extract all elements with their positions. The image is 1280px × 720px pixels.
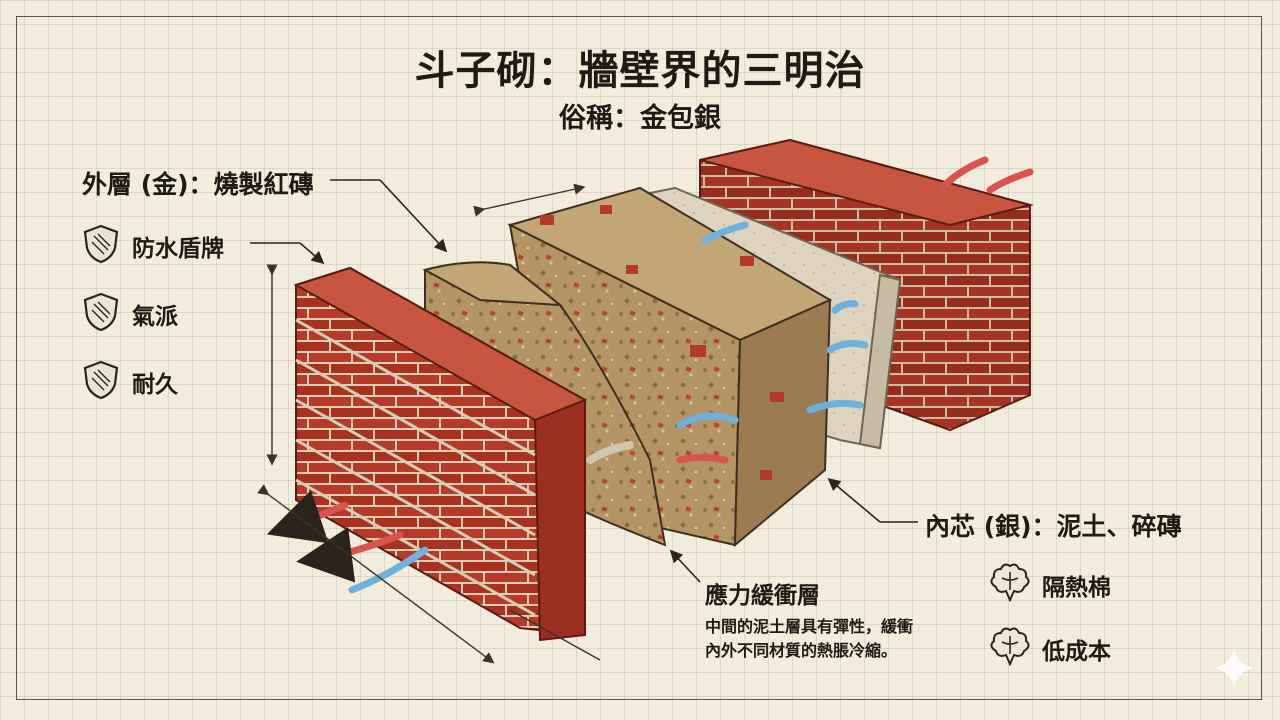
feature-waterproof: 防水盾牌 — [132, 236, 224, 262]
feature-insulation: 隔熱棉 — [1042, 575, 1111, 601]
buffer-layer-label: 應力緩衝層 — [705, 583, 820, 609]
cotton-icon — [988, 560, 1032, 606]
shield-icon — [82, 360, 120, 404]
inner-core-label: 內芯 (銀)：泥土、碎磚 — [925, 512, 1182, 541]
page-title: 斗子砌：牆壁界的三明治 — [414, 48, 866, 94]
sparkle-icon — [1212, 646, 1256, 694]
shield-icon — [82, 292, 120, 336]
buffer-description-line-2: 內外不同材質的熱脹冷縮。 — [705, 641, 898, 660]
feature-grand: 氣派 — [132, 304, 178, 330]
drawing-frame — [16, 16, 1262, 700]
page-subtitle: 俗稱：金包銀 — [559, 103, 721, 134]
cotton-icon — [988, 624, 1032, 670]
feature-durable: 耐久 — [132, 372, 178, 398]
dimension-lines — [257, 183, 601, 664]
front-brick-wall — [293, 266, 588, 642]
buffer-description-line-1: 中間的泥土層具有彈性，緩衝 — [705, 617, 914, 636]
leader-lines — [250, 179, 918, 583]
shield-icon — [82, 224, 120, 268]
feature-low-cost: 低成本 — [1042, 639, 1111, 665]
stress-arrow — [586, 441, 634, 464]
rubble-core-block — [507, 186, 833, 548]
outer-layer-label: 外層 (金)：燒製紅磚 — [82, 170, 314, 199]
